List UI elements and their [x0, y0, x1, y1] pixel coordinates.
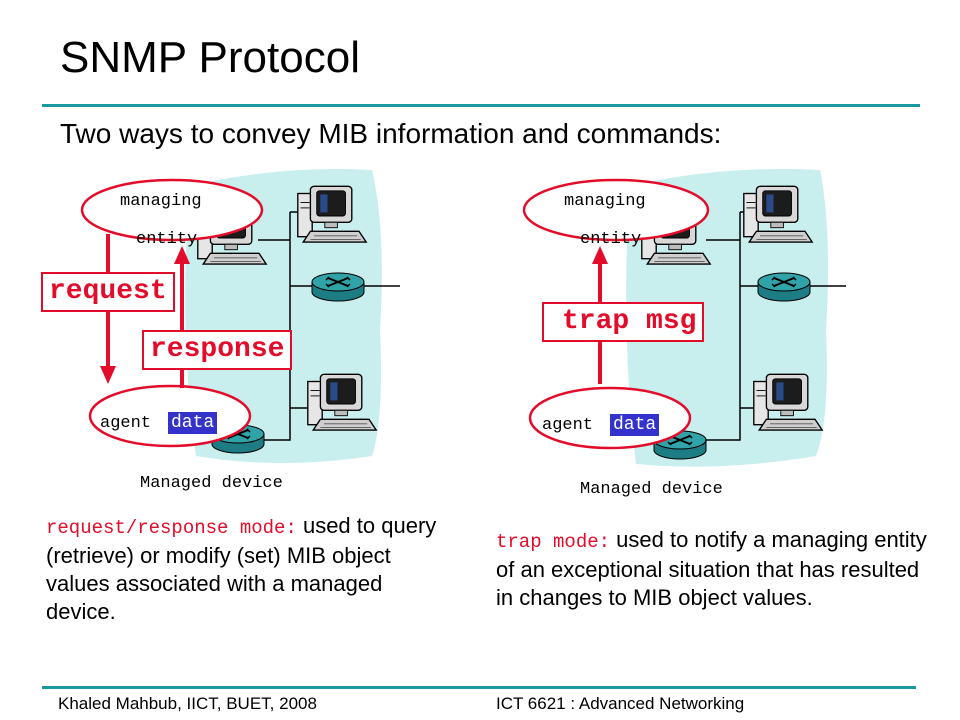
router-icon [757, 272, 811, 302]
left-network-graphic [80, 169, 400, 464]
managing-label: managing [564, 192, 646, 211]
trap-description: trap mode: used to notify a managing ent… [496, 526, 940, 612]
agent-label: agent [542, 416, 594, 435]
managing-label: managing [120, 192, 202, 211]
trap-msg-label: trap msg [542, 302, 704, 342]
trap-mode-text: used to notify a managing entity of an e… [496, 527, 927, 610]
entity-label: entity [136, 230, 198, 249]
entity-label: entity [580, 230, 642, 249]
footer-right: ICT 6621 : Advanced Networking [496, 694, 745, 713]
request-label: request [41, 272, 175, 312]
managed-device-label: Managed device [580, 480, 723, 499]
request-response-description: request/response mode: used to query (re… [46, 512, 444, 626]
managed-device-label: Managed device [140, 474, 283, 493]
router-icon [311, 272, 365, 302]
agent-label: agent [100, 414, 152, 433]
data-badge: data [610, 414, 660, 436]
page-title: SNMP Protocol [60, 33, 360, 82]
response-arrow [174, 246, 190, 264]
trap-mode-label: trap mode: [496, 531, 611, 553]
right-network-graphic [522, 169, 846, 467]
managing-entity-ellipse [522, 178, 710, 242]
footer-divider [42, 686, 916, 689]
trap-arrow [592, 246, 608, 264]
title-divider [42, 104, 920, 107]
right-diagram: managing entity trap msg agent data Mana… [480, 0, 960, 520]
managing-entity-ellipse [80, 178, 264, 242]
footer-left: Khaled Mahbub, IICT, BUET, 2008 [58, 694, 317, 713]
request-response-text: used to query (retrieve) or modify (set)… [46, 513, 437, 624]
request-arrow [100, 366, 116, 384]
request-response-mode-label: request/response mode: [46, 517, 297, 539]
data-badge: data [168, 412, 218, 434]
left-diagram: managing entity request response agent d… [0, 0, 480, 520]
response-label: response [142, 330, 293, 370]
page-subtitle: Two ways to convey MIB information and c… [60, 118, 722, 149]
